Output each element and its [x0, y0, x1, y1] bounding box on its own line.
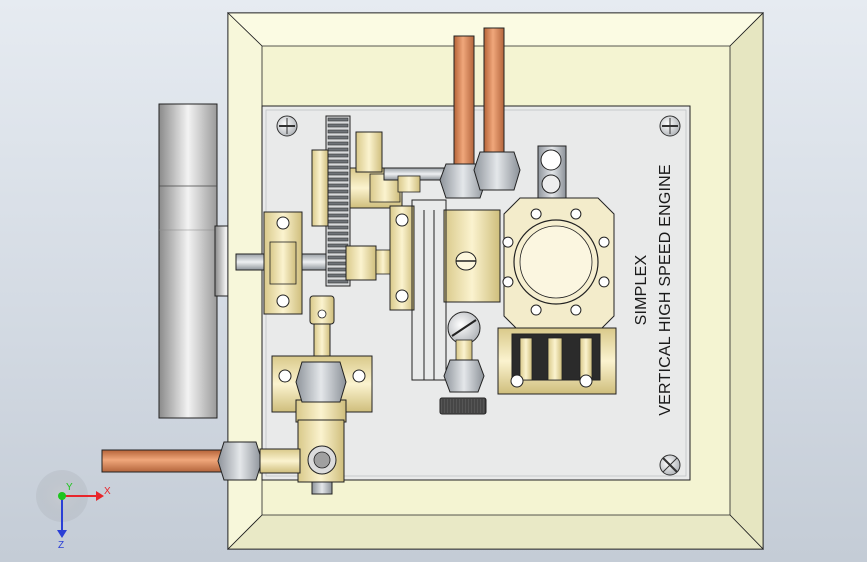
steam-pipe[interactable]	[453, 35, 475, 177]
feed-pipe[interactable]	[101, 449, 227, 473]
engraved-line-1: SIMPLEX	[633, 254, 650, 325]
exhaust-pipe-nut[interactable]	[473, 151, 521, 191]
plate-screw-top-right	[659, 115, 681, 137]
check-valve[interactable]	[297, 419, 345, 495]
eccentric-rod[interactable]	[383, 167, 445, 193]
exhaust-pipe[interactable]	[483, 27, 505, 159]
drain-valve[interactable]	[447, 311, 481, 363]
pump-hex-nut[interactable]	[295, 361, 347, 403]
flywheel[interactable]	[158, 103, 218, 419]
valve-rod-guide	[411, 199, 447, 381]
triad-z-arrow	[57, 530, 67, 538]
triad-z-label: Z	[58, 540, 64, 551]
drain-valve-nut[interactable]	[443, 359, 485, 393]
valve-chest[interactable]	[443, 209, 501, 303]
triad-x-arrow	[96, 491, 104, 501]
plate-screw-top-left	[276, 115, 298, 137]
eccentric-hub[interactable]	[311, 131, 403, 227]
triad-y-axis	[58, 492, 66, 500]
crank-web[interactable]	[345, 245, 391, 281]
cylinder-flange[interactable]	[503, 197, 615, 333]
cylinder-flange-bolts	[502, 208, 610, 316]
main-bearing-left[interactable]	[263, 211, 303, 315]
main-bearing-right[interactable]	[389, 205, 415, 311]
lubricator[interactable]	[537, 145, 567, 199]
engraved-title: SIMPLEX VERTICAL HIGH SPEED ENGINE	[633, 164, 674, 415]
knurled-knob[interactable]	[439, 397, 487, 415]
triad-x-label: X	[104, 486, 111, 497]
triad-y-label: Y	[66, 482, 73, 493]
pump-rod[interactable]	[309, 295, 335, 357]
coordinate-triad: X Y Z	[36, 470, 111, 551]
engraved-line-2: VERTICAL HIGH SPEED ENGINE	[657, 164, 674, 415]
feed-pipe-union[interactable]	[217, 441, 301, 481]
plate-screw-bottom-right	[659, 454, 681, 476]
cylinder-body[interactable]	[497, 327, 617, 395]
